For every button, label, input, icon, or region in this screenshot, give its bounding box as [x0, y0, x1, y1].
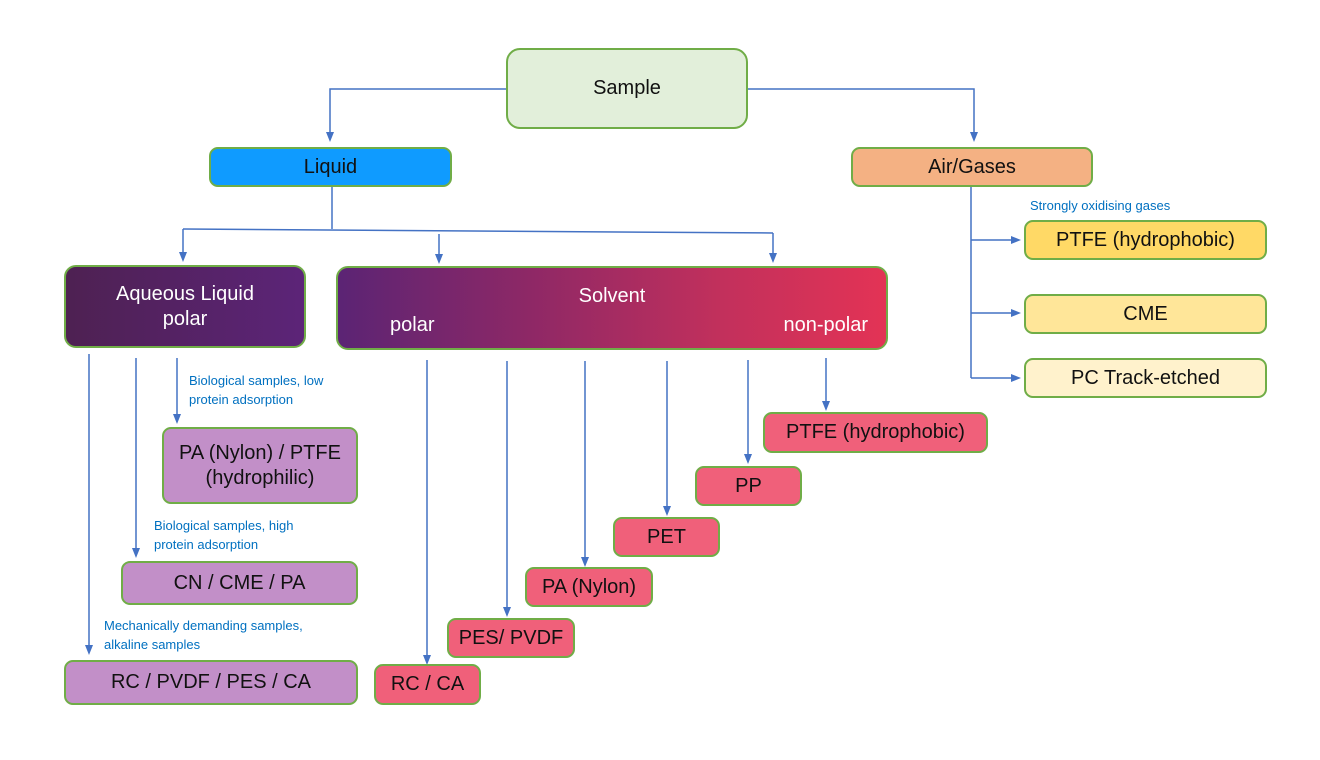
node-solvent: Solvent polar non-polar — [336, 266, 888, 350]
annotation-line: Biological samples, high — [154, 518, 294, 533]
node-gas-filter-pc-track-etched: PC Track-etched — [1024, 358, 1267, 398]
node-liquid: Liquid — [209, 147, 452, 187]
node-solvent-nonpolar-label: non-polar — [783, 314, 868, 336]
node-aqueous-filter-2: CN / CME / PA — [121, 561, 358, 605]
node-solvent-filter-pp: PP — [695, 466, 802, 506]
node-solvent-filter-label: PA (Nylon) — [541, 575, 637, 598]
annotation-oxidising-gases: Strongly oxidising gases — [1030, 198, 1171, 213]
annotation-aqueous-filter-3: Mechanically demanding samples, alkaline… — [104, 616, 303, 654]
node-solvent-filter-label: PP — [735, 474, 762, 497]
node-solvent-polar-label: polar — [390, 314, 435, 336]
annotation-line: Biological samples, low — [189, 373, 324, 388]
node-air-gases-label: Air/Gases — [928, 155, 1016, 178]
node-aqueous-filter-1: PA (Nylon) / PTFE (hydrophilic) — [162, 427, 358, 504]
annotation-line: protein adsorption — [154, 537, 259, 552]
annotation-line: alkaline samples — [104, 637, 201, 652]
connector-sample-air — [748, 88, 978, 142]
node-liquid-label: Liquid — [303, 155, 358, 178]
node-solvent-title: Solvent — [578, 285, 646, 307]
annotation-aqueous-filter-1: Biological samples, low protein adsorpti… — [189, 371, 323, 409]
node-gas-filter-cme: CME — [1024, 294, 1267, 334]
node-solvent-filter-rc-ca: RC / CA — [374, 664, 481, 705]
node-gas-filter-label: PC Track-etched — [1071, 366, 1220, 389]
node-air-gases: Air/Gases — [851, 147, 1093, 187]
node-gas-filter-ptfe-hydrophobic: PTFE (hydrophobic) — [1024, 220, 1267, 260]
node-solvent-filter-label: PET — [647, 525, 686, 548]
connector-liquid-bus — [182, 228, 774, 234]
connector-sample-liquid — [326, 88, 506, 142]
node-solvent-filter-pes-pvdf: PES/ PVDF — [447, 618, 575, 658]
node-solvent-filter-ptfe-hydrophobic: PTFE (hydrophobic) — [763, 412, 988, 453]
node-sample-label: Sample — [593, 77, 661, 99]
node-solvent-filter-label: PES/ PVDF — [458, 626, 564, 649]
node-aqueous-filter-3-label: RC / PVDF / PES / CA — [110, 671, 312, 693]
annotation-aqueous-filter-2: Biological samples, high protein adsorpt… — [154, 516, 293, 554]
node-aqueous-polarity: polar — [162, 307, 208, 330]
node-aqueous-title: Aqueous Liquid — [116, 282, 254, 305]
node-aqueous-filter-2-label: CN / CME / PA — [173, 571, 306, 594]
node-aqueous-filter-3: RC / PVDF / PES / CA — [64, 660, 358, 705]
node-solvent-filter-label: RC / CA — [390, 673, 465, 695]
node-solvent-filter-pet: PET — [613, 517, 720, 557]
node-solvent-filter-pa-nylon: PA (Nylon) — [525, 567, 653, 607]
node-gas-filter-label: PTFE (hydrophobic) — [1056, 228, 1235, 251]
node-solvent-filter-label: PTFE (hydrophobic) — [786, 421, 965, 443]
node-sample: Sample — [506, 48, 748, 129]
node-aqueous-liquid: Aqueous Liquid polar — [64, 265, 306, 348]
annotation-line: Mechanically demanding samples, — [104, 618, 303, 633]
annotation-line: protein adsorption — [189, 392, 294, 407]
node-gas-filter-label: CME — [1123, 302, 1168, 325]
node-aqueous-filter-1-line1: PA (Nylon) / PTFE — [179, 441, 341, 464]
node-aqueous-filter-1-line2: (hydrophilic) — [205, 466, 315, 489]
